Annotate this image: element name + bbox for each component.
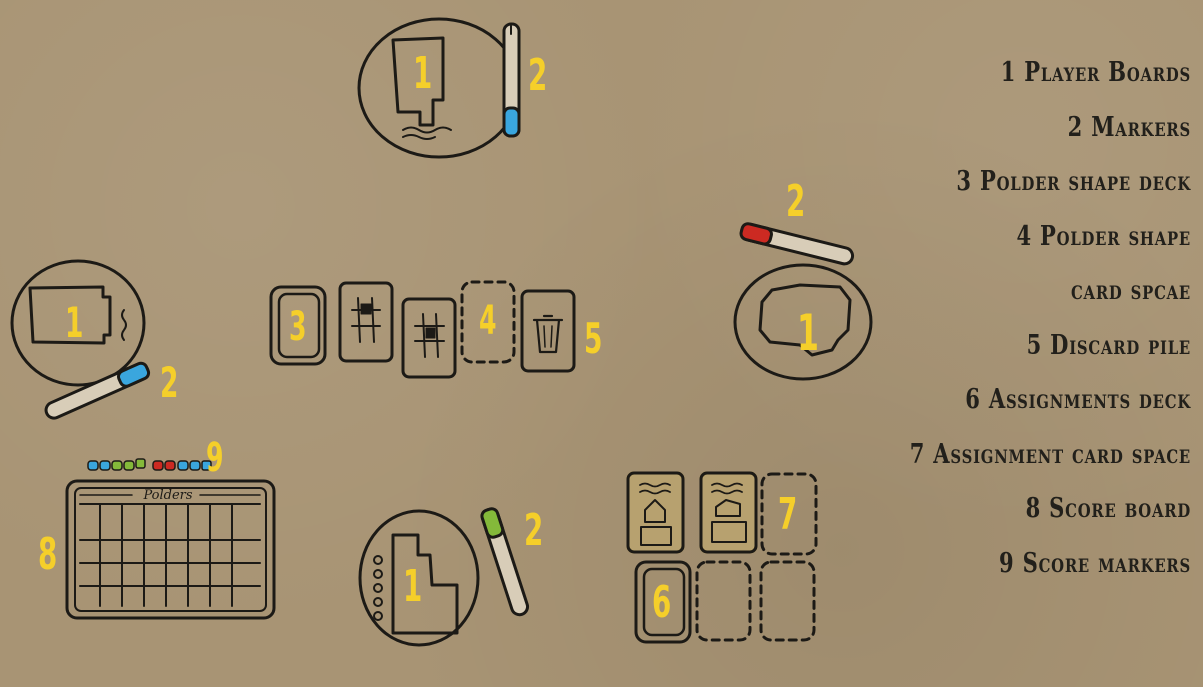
legend-item: card spcae bbox=[895, 264, 1191, 319]
label-card-space: 4 bbox=[479, 301, 497, 341]
label-score-markers: 9 bbox=[206, 438, 224, 478]
label-marker-top: 2 bbox=[528, 54, 547, 98]
marker-bottom-green bbox=[480, 507, 529, 617]
legend-item: 2 Markers bbox=[895, 101, 1191, 156]
assignment-card-1 bbox=[628, 473, 683, 552]
label-assign-space: 7 bbox=[778, 493, 797, 537]
label-score-board: 8 bbox=[38, 533, 57, 577]
assignment-card-space-bottom-1 bbox=[697, 562, 750, 640]
label-discard: 5 bbox=[584, 318, 602, 360]
legend-item: 4 Polder shape bbox=[895, 210, 1191, 265]
assignment-card-space-bottom-2 bbox=[761, 562, 814, 640]
marker-top-blue bbox=[504, 24, 519, 136]
label-assign-deck: 6 bbox=[652, 581, 671, 625]
legend-item: 6 Assignments deck bbox=[895, 373, 1191, 428]
marker-left-blue bbox=[44, 361, 151, 420]
legend-item: 8 Score board bbox=[895, 482, 1191, 537]
assignment-card-2 bbox=[701, 473, 756, 552]
label-player-board-bottom: 1 bbox=[403, 565, 422, 609]
label-marker-bottom: 2 bbox=[524, 509, 543, 553]
score-board-title: Polders bbox=[142, 488, 192, 503]
polder-shape-card-2 bbox=[403, 299, 455, 377]
legend-item: 5 Discard pile bbox=[895, 319, 1191, 374]
player-board-top bbox=[359, 19, 519, 157]
score-markers bbox=[88, 459, 211, 470]
polder-shape-card-1 bbox=[340, 283, 392, 361]
label-marker-left: 2 bbox=[160, 362, 178, 404]
legend-item: 7 Assignment card space bbox=[895, 428, 1191, 483]
legend-item: 3 Polder shape deck bbox=[895, 155, 1191, 210]
label-deck: 3 bbox=[289, 307, 307, 347]
legend: 1 Player Boards 2 Markers 3 Polder shape… bbox=[811, 46, 1191, 591]
discard-pile bbox=[522, 291, 574, 371]
legend-item: 1 Player Boards bbox=[895, 46, 1191, 101]
label-player-board-left: 1 bbox=[65, 302, 83, 344]
label-player-board-top: 1 bbox=[413, 52, 432, 96]
label-marker-right: 2 bbox=[786, 180, 805, 224]
legend-item: 9 Score markers bbox=[895, 537, 1191, 592]
